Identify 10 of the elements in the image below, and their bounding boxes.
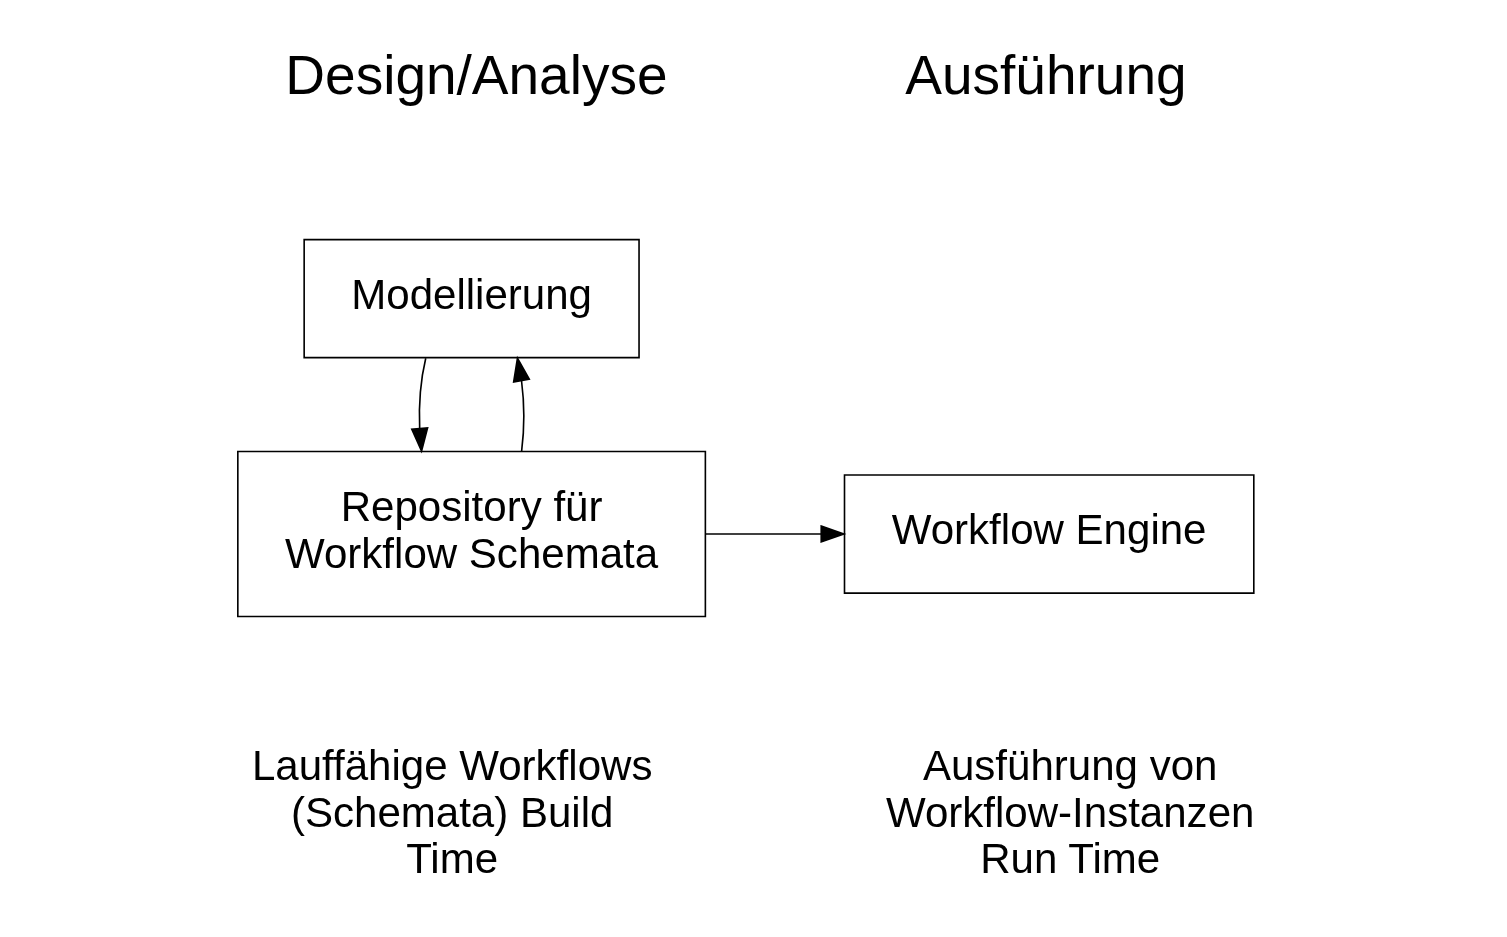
arrow <box>410 357 429 454</box>
label: Lauffähige Workflows (Schemata) Build Time <box>251 741 653 883</box>
node-box: Repository für Workflow Schemata <box>237 450 707 618</box>
label: Design/Analyse <box>285 44 668 107</box>
node-box: Workflow Engine <box>843 474 1255 594</box>
arrow <box>512 355 531 452</box>
node-box: Modellierung <box>303 238 640 359</box>
label: Ausführung <box>905 44 1187 107</box>
arrow <box>704 524 847 544</box>
label: Ausführung von Workflow-Instanzen Run Time <box>885 741 1255 883</box>
